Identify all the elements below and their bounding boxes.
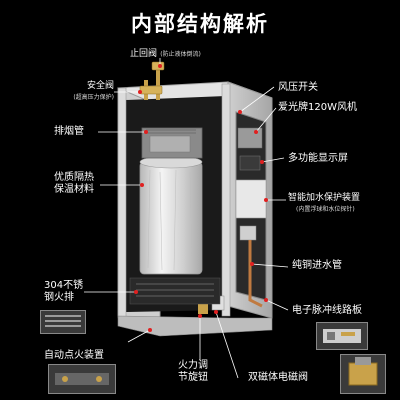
hood-wires [146, 129, 196, 134]
brass-pipe-right [156, 66, 160, 100]
brass-valve-mid [139, 85, 163, 95]
label-circuit-board: 电子脉冲线路板 [292, 305, 362, 316]
burner-area [129, 277, 221, 305]
front-post-left [117, 87, 127, 319]
label-display: 多功能显示屏 [288, 153, 348, 164]
label-check-valve: 止回阀 (防止液体倒流) [130, 49, 201, 59]
label-insulation: 优质隔热 保温材料 [54, 172, 94, 195]
burner-photo [40, 310, 86, 334]
cabinet-base [117, 315, 273, 337]
ignition-photo [48, 364, 116, 394]
front-post-right [221, 83, 231, 317]
fan-unit [237, 127, 263, 149]
label-copper-inlet: 纯铜进水管 [292, 260, 342, 271]
label-water-protect: 智能加水保护装置 (内置浮球和水位探针) [288, 193, 361, 213]
solenoid-photo-icon [348, 357, 378, 386]
water-box [235, 179, 267, 219]
burner-photo-icon [45, 315, 81, 327]
label-air-switch: 风压开关 [278, 82, 318, 93]
circuit-board-photo-icon [323, 329, 361, 343]
label-exhaust-hood: 排烟管 [54, 126, 84, 137]
label-auto-ignition: 自动点火装置 [44, 350, 104, 361]
label-fan: 爱光牌120W风机 [278, 102, 357, 113]
label-burner: 304不锈 钢火排 [44, 280, 84, 303]
copper-pipe [248, 240, 263, 308]
float-box [239, 225, 257, 241]
ignition-photo-icon [55, 373, 109, 385]
exhaust-hood-panel [149, 135, 191, 153]
pointer-dots [134, 64, 268, 332]
burner-rails [136, 283, 214, 297]
pointer-lines [84, 58, 289, 379]
label-safety-valve: 安全阀 (超高压力保护) [73, 81, 114, 101]
label-solenoid: 双磁体电磁阀 [248, 372, 308, 383]
page-title: 内部结构解析 [131, 12, 269, 36]
display-unit [239, 155, 261, 171]
circuit-board-photo [316, 322, 368, 350]
solenoid-photo [340, 354, 386, 394]
label-fire-knob: 火力调 节旋钮 [178, 360, 208, 383]
boiler-tank [139, 161, 203, 275]
knob-block [198, 300, 208, 314]
foil-texture [147, 169, 193, 271]
